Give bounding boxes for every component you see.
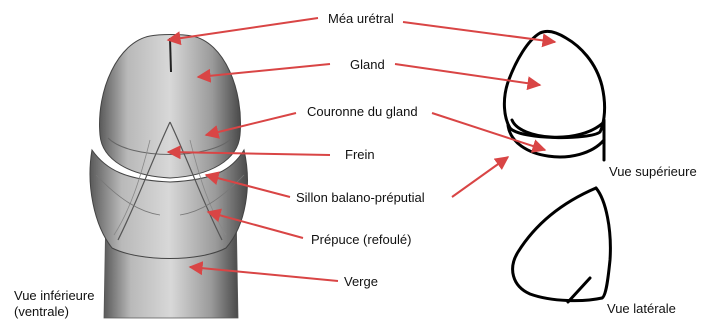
lateral-view-illustration [513, 188, 611, 302]
caption-inferior-line2: (ventrale) [14, 304, 124, 320]
arrow-sulcus-right [452, 157, 508, 197]
inferior-view-illustration [90, 35, 247, 319]
label-glans: Gland [350, 57, 385, 73]
label-sulcus: Sillon balano-préputial [296, 190, 425, 206]
label-prepuce: Prépuce (refoulé) [311, 232, 411, 248]
label-shaft: Verge [344, 274, 378, 290]
arrow-meatus-left [168, 18, 318, 40]
caption-lateral-view: Vue latérale [607, 301, 676, 317]
label-frenulum: Frein [345, 147, 375, 163]
caption-inferior-line1: Vue inférieure [14, 288, 124, 304]
label-meatus: Méa urétral [328, 11, 394, 27]
arrow-glans-right [395, 64, 540, 85]
caption-inferior-view: Vue inférieure (ventrale) [14, 288, 124, 320]
arrow-meatus-right [403, 22, 555, 42]
caption-superior-view: Vue supérieure [609, 164, 697, 180]
label-corona: Couronne du gland [307, 104, 418, 120]
